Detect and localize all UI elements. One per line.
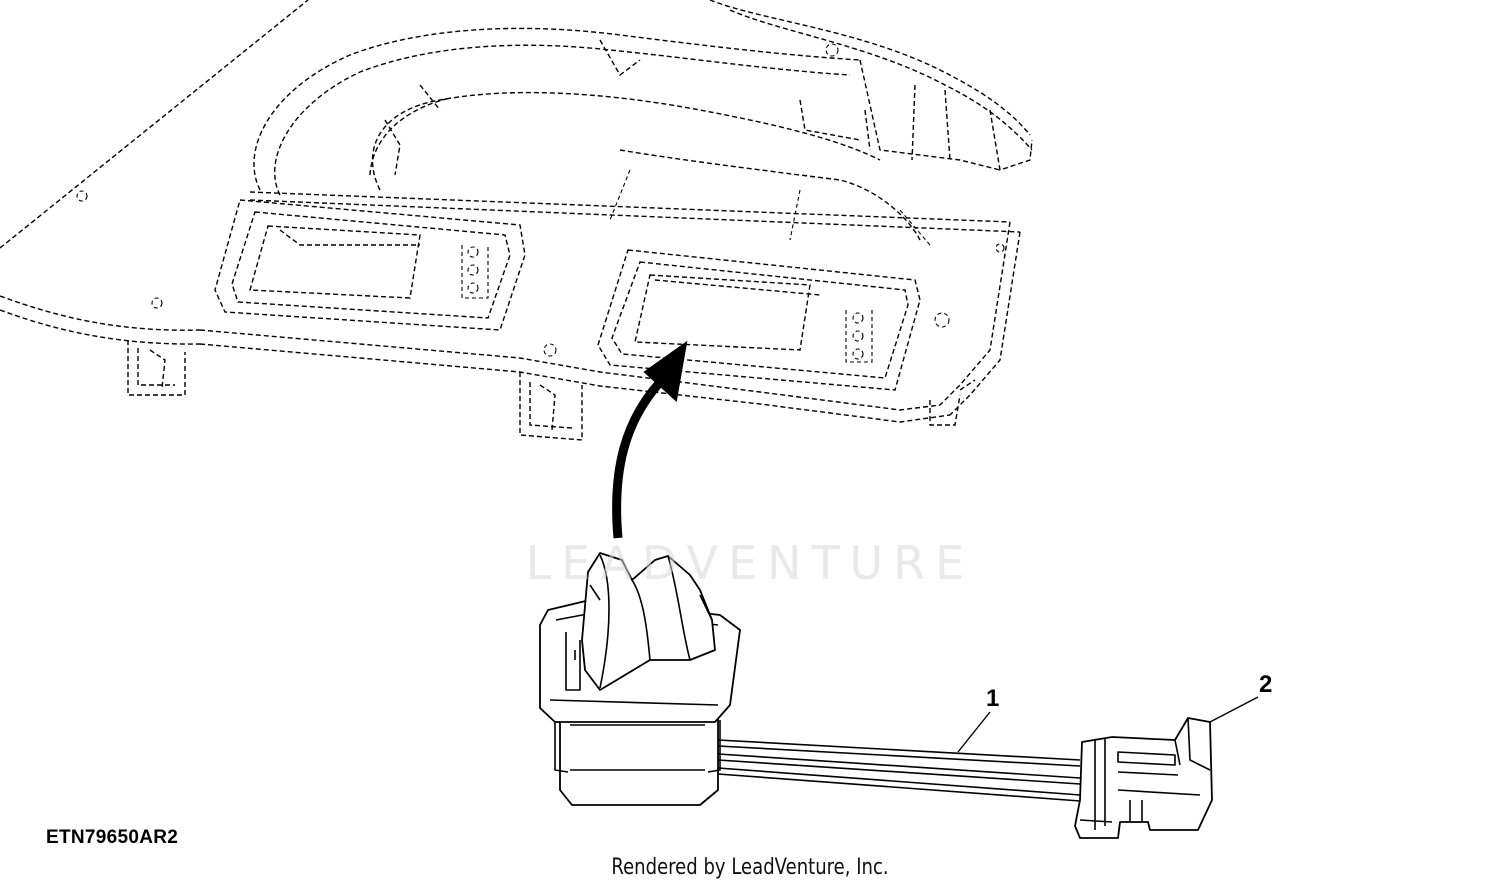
rocker-switch [539,552,741,806]
connector [1074,717,1213,839]
wire-harness [717,739,1081,802]
leader-line-1 [957,711,991,753]
console-panel [0,0,1033,441]
figure-id: ETN79650AR2 [46,827,179,848]
leader-line-2 [1209,696,1259,723]
callout-1: 1 [986,685,1000,712]
render-credit: Rendered by LeadVenture, Inc. [611,855,889,880]
callout-2: 2 [1259,671,1273,698]
install-arrow [612,340,688,539]
